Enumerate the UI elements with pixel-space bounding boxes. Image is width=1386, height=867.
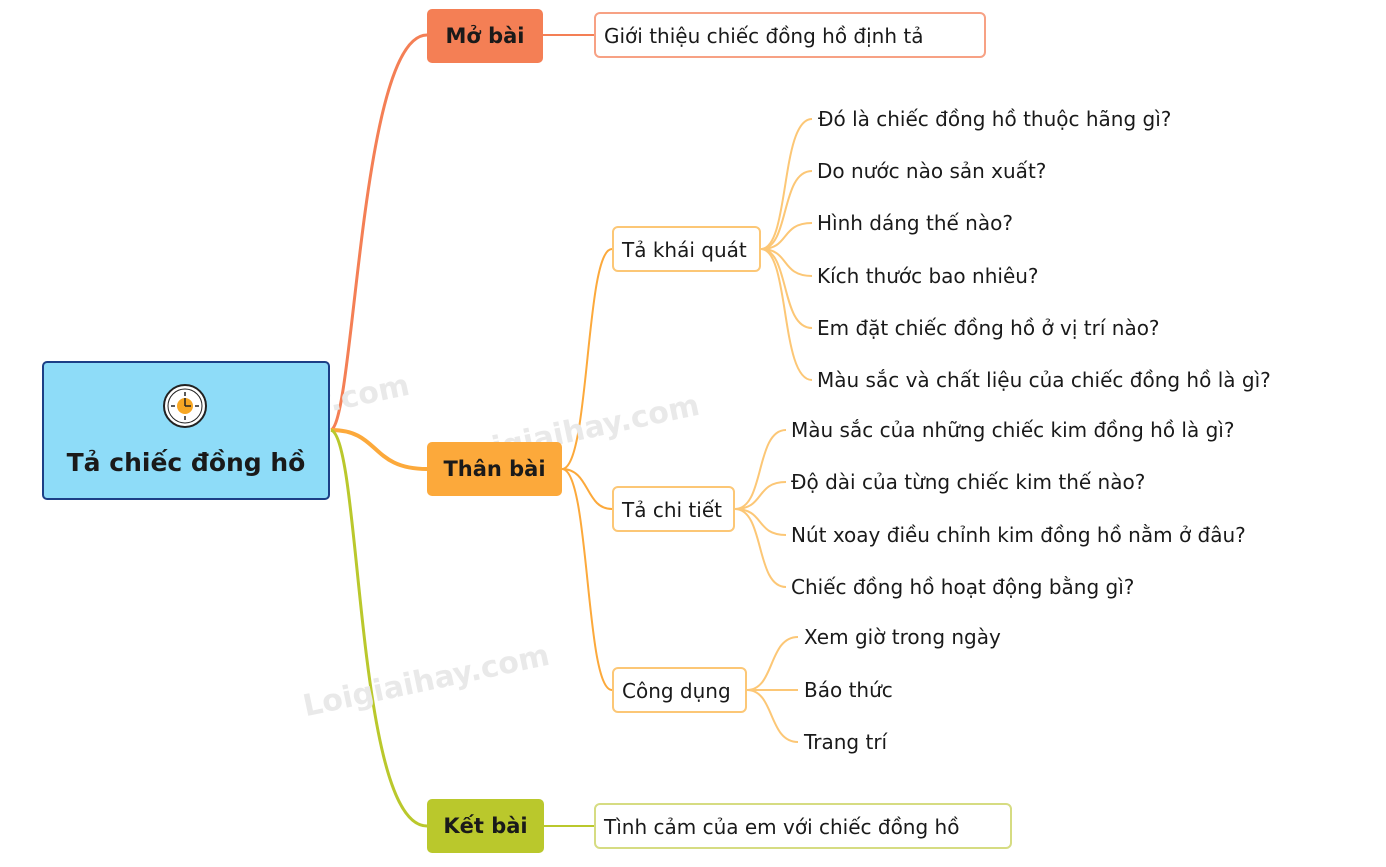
ket-bai-content[interactable]: Tình cảm của em với chiếc đồng hồ — [594, 803, 1012, 849]
clock-icon — [163, 384, 207, 428]
branch-than-bai[interactable]: Thân bài — [427, 442, 562, 496]
mo-bai-content[interactable]: Giới thiệu chiếc đồng hồ định tả — [594, 12, 986, 58]
leaf-item[interactable]: Kích thước bao nhiêu? — [817, 264, 1039, 288]
root-title: Tả chiếc đồng hồ — [66, 448, 306, 477]
group-ta-chi-tiet[interactable]: Tả chi tiết — [612, 486, 735, 532]
leaf-item[interactable]: Hình dáng thế nào? — [817, 211, 1013, 235]
group-cong-dung[interactable]: Công dụng — [612, 667, 747, 713]
branch-ket-bai[interactable]: Kết bài — [427, 799, 544, 853]
leaf-item[interactable]: Đó là chiếc đồng hồ thuộc hãng gì? — [818, 107, 1172, 131]
leaf-item[interactable]: Màu sắc và chất liệu của chiếc đồng hồ l… — [817, 368, 1271, 392]
leaf-item[interactable]: Màu sắc của những chiếc kim đồng hồ là g… — [791, 418, 1235, 442]
leaf-item[interactable]: Em đặt chiếc đồng hồ ở vị trí nào? — [817, 316, 1160, 340]
root-node[interactable] — [42, 361, 330, 500]
leaf-item[interactable]: Chiếc đồng hồ hoạt động bằng gì? — [791, 575, 1135, 599]
branch-mo-bai[interactable]: Mở bài — [427, 9, 543, 63]
leaf-item[interactable]: Do nước nào sản xuất? — [817, 159, 1047, 183]
leaf-item[interactable]: Trang trí — [804, 730, 888, 754]
leaf-item[interactable]: Xem giờ trong ngày — [804, 625, 1001, 649]
leaf-item[interactable]: Độ dài của từng chiếc kim thế nào? — [791, 470, 1146, 494]
leaf-item[interactable]: Báo thức — [804, 678, 893, 702]
group-ta-khai-quat[interactable]: Tả khái quát — [612, 226, 761, 272]
leaf-item[interactable]: Nút xoay điều chỉnh kim đồng hồ nằm ở đâ… — [791, 523, 1246, 547]
